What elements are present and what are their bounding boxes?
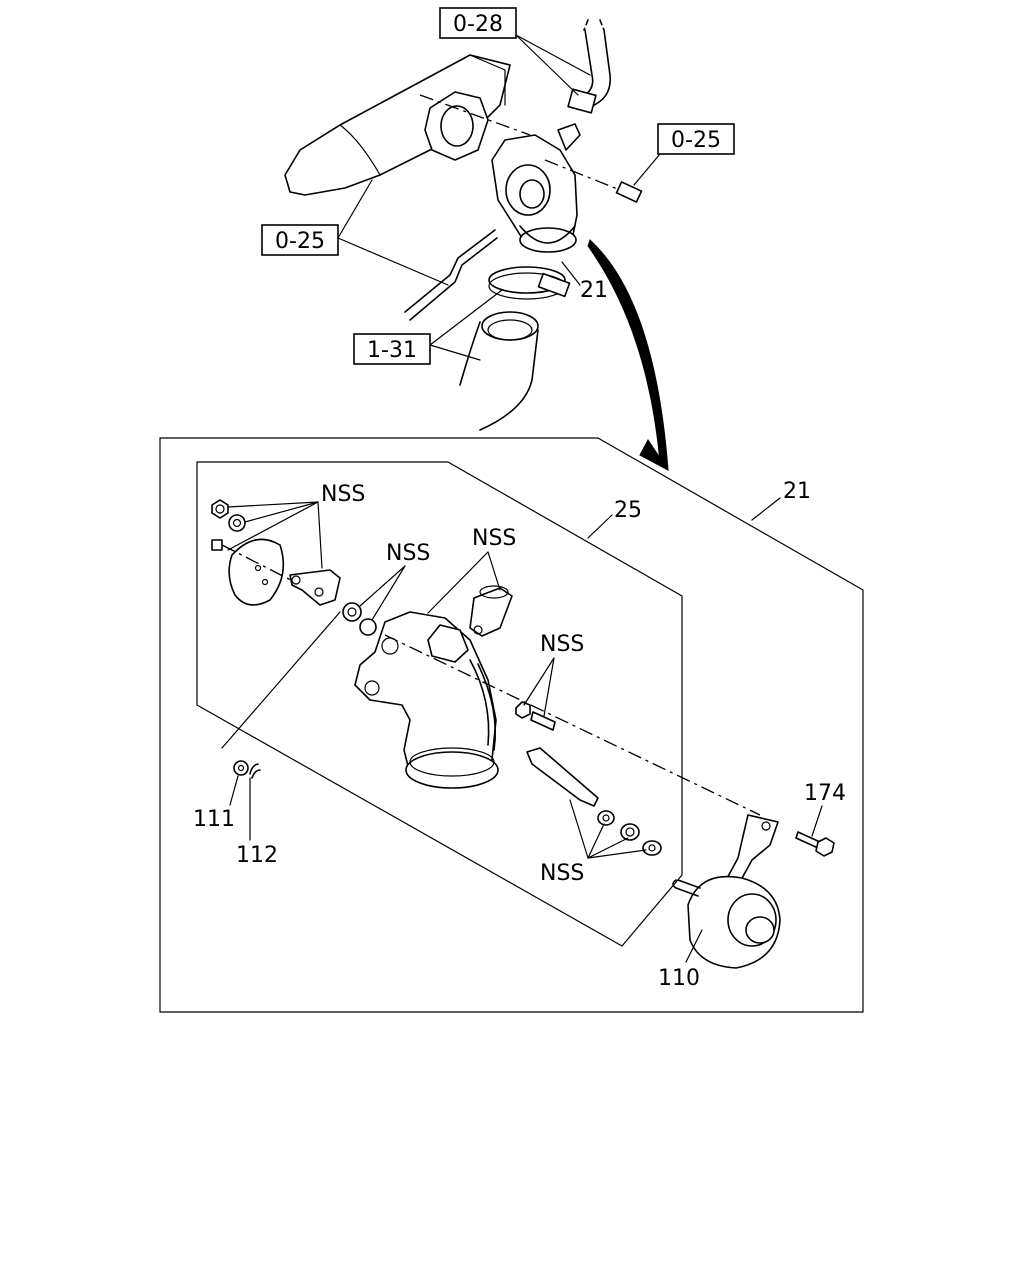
callout-nss-4: NSS bbox=[523, 632, 584, 717]
callout-nss-3: NSS bbox=[427, 526, 516, 614]
valve-nipple bbox=[557, 123, 581, 151]
intake-hose bbox=[459, 321, 539, 431]
svg-text:NSS: NSS bbox=[540, 632, 584, 657]
hose-clamp-small bbox=[567, 88, 597, 114]
svg-text:112: 112 bbox=[236, 843, 278, 868]
sleeve bbox=[469, 587, 513, 637]
valve-disk bbox=[228, 538, 285, 606]
svg-text:21: 21 bbox=[580, 278, 608, 303]
bolt-174 bbox=[795, 831, 835, 857]
callout-111: 111 bbox=[193, 775, 239, 832]
valve-shaft bbox=[526, 747, 599, 807]
callout-21: 21 bbox=[783, 479, 811, 504]
callout-nss-5: NSS bbox=[540, 799, 647, 886]
svg-text:NSS: NSS bbox=[321, 482, 365, 507]
callout-nss-2: NSS bbox=[359, 541, 430, 621]
ref-box-0-28[interactable]: 0-28 bbox=[439, 7, 591, 96]
callout-112: 112 bbox=[236, 777, 278, 868]
svg-text:NSS: NSS bbox=[540, 861, 584, 886]
ref-box-0-25-right[interactable]: 0-25 bbox=[633, 123, 735, 186]
ref-box-0-25-left[interactable]: 0-25 bbox=[261, 179, 449, 286]
washer-111 bbox=[233, 760, 249, 776]
callout-21-top: 21 bbox=[561, 261, 608, 303]
ref-box-1-31[interactable]: 1-31 bbox=[353, 289, 503, 365]
svg-text:NSS: NSS bbox=[386, 541, 430, 566]
callout-110: 110 bbox=[658, 929, 703, 991]
small-nut bbox=[515, 701, 531, 719]
svg-text:0-25: 0-25 bbox=[275, 229, 325, 254]
washer-nut bbox=[211, 499, 229, 519]
callout-nss-1: NSS bbox=[227, 482, 365, 569]
clip-112 bbox=[249, 763, 261, 779]
callout-174: 174 bbox=[804, 781, 846, 837]
svg-text:111: 111 bbox=[193, 807, 235, 832]
vacuum-pipe bbox=[404, 229, 498, 321]
detail-frame-25: 25 bbox=[196, 461, 683, 947]
detail-frame-21: 21 bbox=[159, 437, 864, 1013]
svg-text:0-28: 0-28 bbox=[453, 12, 503, 37]
vacuum-actuator bbox=[672, 814, 781, 969]
small-screw bbox=[530, 711, 556, 731]
upper-assembly bbox=[284, 19, 669, 472]
callout-25: 25 bbox=[614, 498, 642, 523]
svg-text:110: 110 bbox=[658, 966, 700, 991]
bolt-right bbox=[615, 181, 643, 203]
svg-text:0-25: 0-25 bbox=[671, 128, 721, 153]
bushing bbox=[342, 602, 362, 622]
detail-arrow bbox=[587, 239, 669, 472]
svg-text:1-31: 1-31 bbox=[367, 338, 417, 363]
svg-text:NSS: NSS bbox=[472, 526, 516, 551]
washer bbox=[228, 514, 246, 532]
detail-parts bbox=[211, 499, 835, 969]
svg-text:174: 174 bbox=[804, 781, 846, 806]
valve-lever bbox=[289, 569, 341, 606]
spacer bbox=[620, 823, 640, 841]
